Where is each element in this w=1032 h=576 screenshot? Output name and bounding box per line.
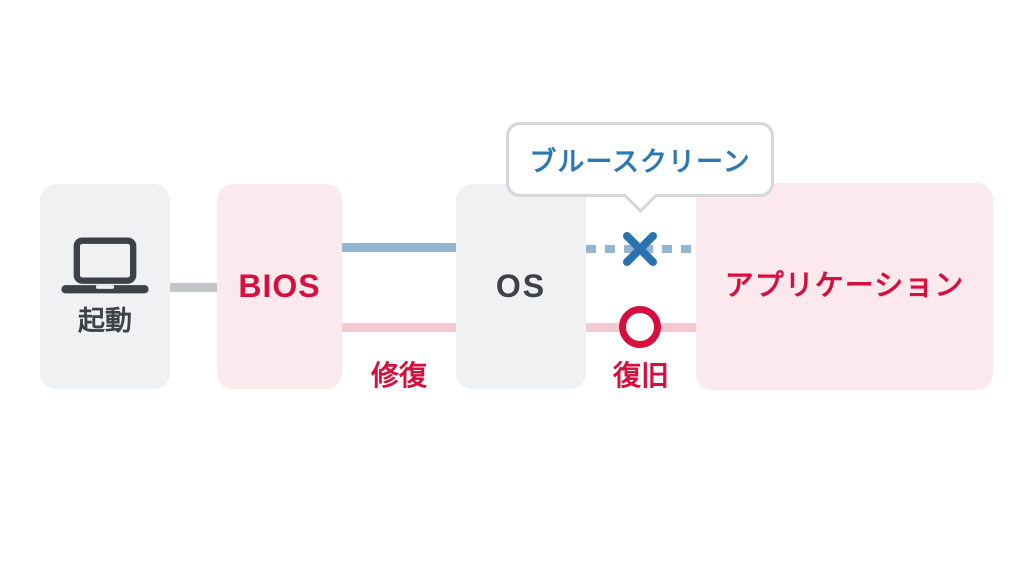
node-os-label: OS <box>495 267 547 304</box>
node-bios-label: BIOS <box>238 267 321 304</box>
callout-text: ブルースクリーン <box>529 147 751 177</box>
laptop-icon <box>61 237 149 294</box>
node-app-label: アプリケーション <box>724 269 965 302</box>
edge-label-repair: 修復 <box>370 360 427 391</box>
node-boot-label: 起動 <box>78 305 132 336</box>
edge-bios-os-failure-line <box>342 243 456 252</box>
connector-boot-bios <box>170 283 217 292</box>
edge-bios-os-repair-line <box>342 323 456 332</box>
node-os: OS <box>456 184 586 389</box>
node-boot: 起動 <box>40 184 170 389</box>
x-cross-icon <box>623 232 657 266</box>
circle-ok-icon <box>619 306 661 348</box>
node-bios: BIOS <box>217 184 342 389</box>
edge-label-recover: 復旧 <box>612 360 669 391</box>
node-app: アプリケーション <box>696 183 993 390</box>
